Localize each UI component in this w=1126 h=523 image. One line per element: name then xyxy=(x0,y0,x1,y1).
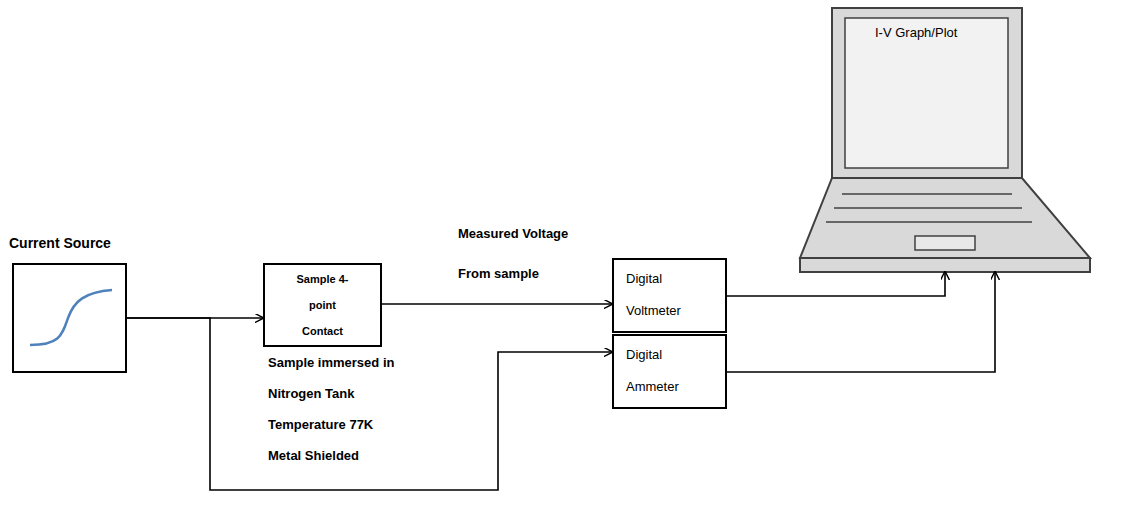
connector-arrow xyxy=(382,303,612,305)
key-row xyxy=(834,207,1022,209)
laptop-drawing xyxy=(800,8,1090,272)
key-row xyxy=(842,193,1012,195)
connector-arrow xyxy=(727,272,945,296)
sample-note: Sample immersed in Nitrogen Tank Tempera… xyxy=(268,347,408,471)
connector-arrow xyxy=(727,272,995,372)
source-curve xyxy=(30,290,112,345)
laptop: I-V Graph/Plot xyxy=(800,8,1090,272)
meter-name: Digital Voltmeter xyxy=(626,263,701,327)
touchpad xyxy=(915,236,975,250)
laptop-edge xyxy=(800,258,1090,272)
sample-text: Sample 4-point Contact xyxy=(293,266,353,344)
laptop-base xyxy=(800,178,1090,258)
source-heading: Current Source xyxy=(9,234,111,252)
key-row xyxy=(826,221,1032,223)
signal-label: Measured Voltage From sample xyxy=(458,214,580,294)
meter-name: Digital Ammeter xyxy=(626,339,701,403)
connector-arrow xyxy=(127,318,612,490)
voltmeter-box: Digital Voltmeter xyxy=(612,258,727,333)
screen-text: I-V Graph/Plot xyxy=(875,25,957,41)
ammeter-box: Digital Ammeter xyxy=(612,334,727,409)
laptop-screen xyxy=(845,18,1008,168)
current-source-box: Current Source xyxy=(12,263,127,373)
laptop-screen-frame xyxy=(832,8,1022,178)
sample-box: Sample 4-point Contact xyxy=(263,263,382,347)
